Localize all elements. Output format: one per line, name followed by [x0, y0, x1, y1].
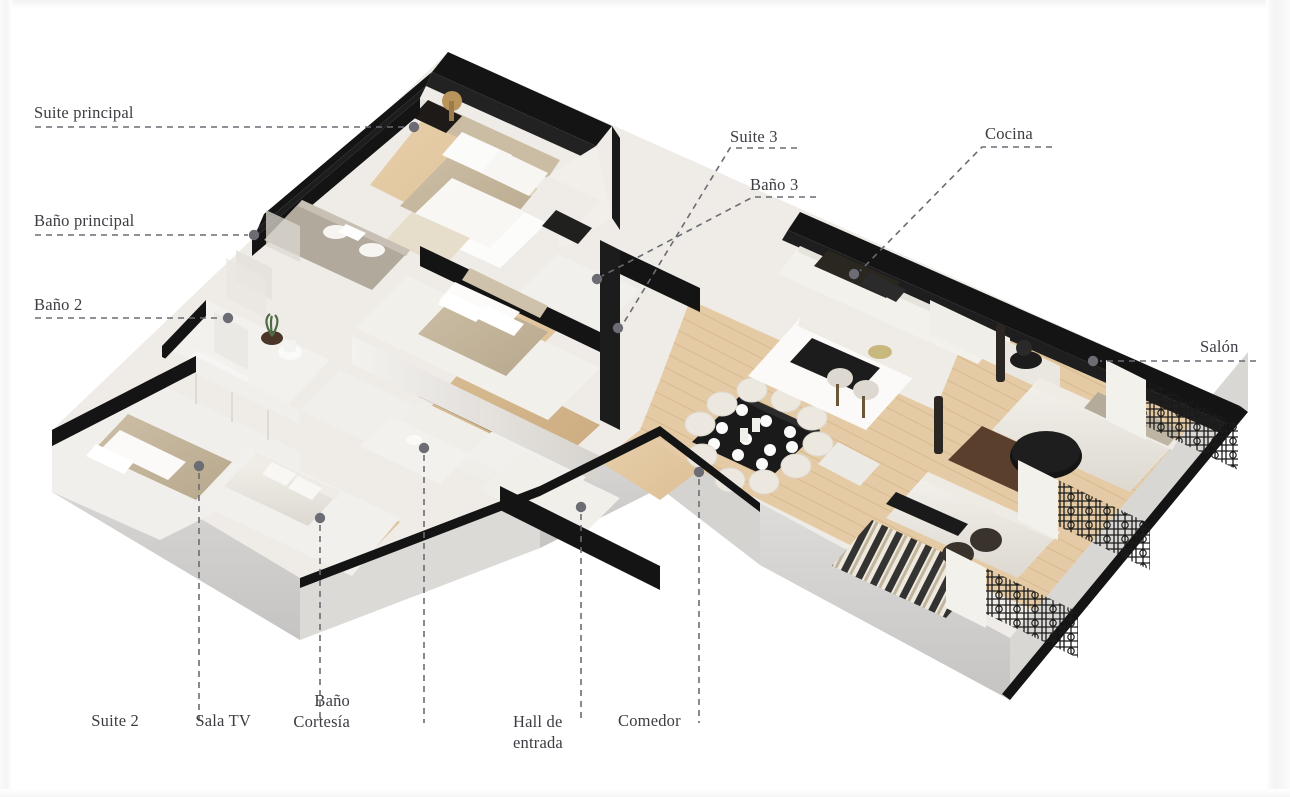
room-label-bano-principal: Baño principal	[34, 211, 135, 230]
room-label-bano-cortesia: Baño Cortesía	[293, 691, 350, 731]
room-sala-tv	[200, 430, 412, 576]
room-label-suite-3: Suite 3	[730, 127, 778, 146]
room-comedor	[684, 377, 880, 495]
room-suite-principal	[252, 52, 620, 268]
leader-dot-icon	[591, 273, 603, 285]
room-bano-cortesia	[360, 416, 470, 484]
leader-dot-icon	[693, 466, 705, 478]
leader-dot-icon	[193, 460, 205, 472]
room-label-sala-tv: Sala TV	[195, 711, 251, 730]
room-label-suite-principal: Suite principal	[34, 103, 134, 122]
leader-dot-icon	[1087, 355, 1099, 367]
room-label-comedor: Comedor	[618, 711, 681, 730]
room-label-bano-2: Baño 2	[34, 295, 83, 314]
balcony-railings	[946, 360, 1238, 658]
outer-wall-caps	[52, 356, 760, 588]
room-label-hall-entrada: Hall de entrada	[513, 712, 563, 752]
room-label-bano-3: Baño 3	[750, 175, 799, 194]
room-label-salon: Salón	[1200, 337, 1239, 356]
leader-dot-icon	[248, 229, 260, 241]
room-hall-entrada	[480, 450, 660, 590]
leader-dot-icon	[418, 442, 430, 454]
leader-dot-icon	[848, 268, 860, 280]
room-label-suite-2: Suite 2	[91, 711, 139, 730]
room-label-cocina: Cocina	[985, 124, 1033, 143]
page-frame-right	[1266, 0, 1290, 797]
leader-dot-icon	[575, 501, 587, 513]
leader-dot-icon	[222, 312, 234, 324]
leader-dot-icon	[314, 512, 326, 524]
page-frame-bottom	[0, 789, 1290, 797]
leader-dots	[193, 121, 1099, 524]
leader-dot-icon	[612, 322, 624, 334]
leader-suite-3	[622, 147, 797, 325]
leader-bano-3	[601, 196, 816, 277]
leader-cocina	[859, 146, 1052, 272]
leader-dot-icon	[408, 121, 420, 133]
leader-lines	[35, 126, 1256, 723]
page-frame-top	[0, 0, 1290, 9]
room-bano-principal	[226, 98, 420, 338]
page-frame-left	[0, 0, 12, 797]
